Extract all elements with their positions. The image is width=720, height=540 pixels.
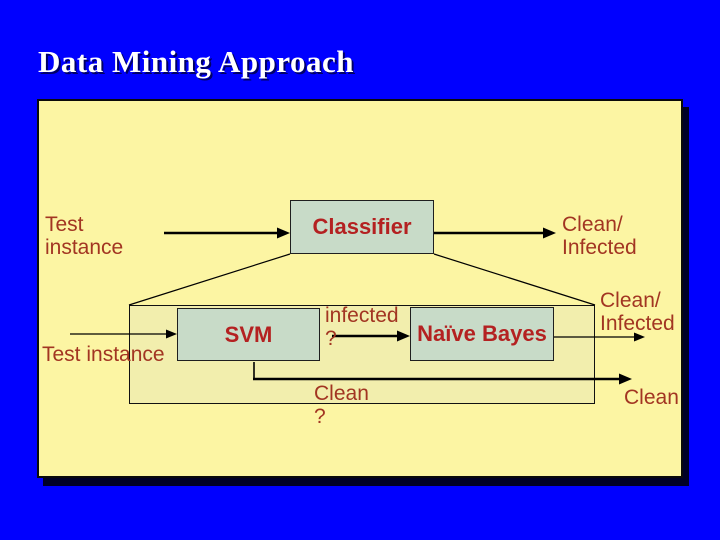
svm-node-label: SVM — [224, 321, 273, 347]
clean-question-label: Clean ? — [314, 382, 369, 428]
classifier-node-label: Classifier — [312, 214, 412, 239]
clean-question-line1: Clean — [314, 382, 369, 405]
infected-question-line2: ? — [325, 327, 337, 350]
clean-infected-mid-label: Clean/ Infected — [600, 289, 675, 335]
test-instance-top-line1: Test — [45, 213, 84, 236]
infected-question-label: infected ? — [325, 304, 399, 350]
diagram-panel: Classifier SVM Naïve Bayes Test instance… — [37, 99, 683, 478]
arrowhead-clean-path — [619, 373, 632, 385]
arrowhead-classifier-to-output — [543, 227, 556, 239]
test-instance-bottom-label: Test instance — [42, 343, 165, 366]
infected-question-line1: infected — [325, 304, 399, 327]
clean-output-label: Clean — [624, 386, 679, 409]
classifier-node: Classifier — [290, 200, 434, 254]
test-instance-top-line2: instance — [45, 236, 124, 259]
clean-infected-mid-line2: Infected — [600, 312, 675, 335]
svm-node: SVM — [177, 308, 320, 361]
clean-infected-top-line2: Infected — [562, 236, 637, 259]
clean-question-line2: ? — [314, 405, 326, 428]
expansion-line-right — [433, 253, 596, 306]
slide-title: Data Mining Approach — [38, 44, 355, 79]
arrowhead-input-to-classifier — [277, 227, 290, 239]
test-instance-top-label: Test instance — [45, 213, 123, 259]
clean-infected-top-line1: Clean/ — [562, 213, 623, 236]
naive-bayes-node: Naïve Bayes — [410, 307, 554, 361]
clean-infected-top-label: Clean/ Infected — [562, 213, 637, 259]
clean-infected-mid-line1: Clean/ — [600, 289, 661, 312]
expansion-line-left — [128, 253, 291, 306]
naive-bayes-node-label: Naïve Bayes — [417, 321, 547, 346]
